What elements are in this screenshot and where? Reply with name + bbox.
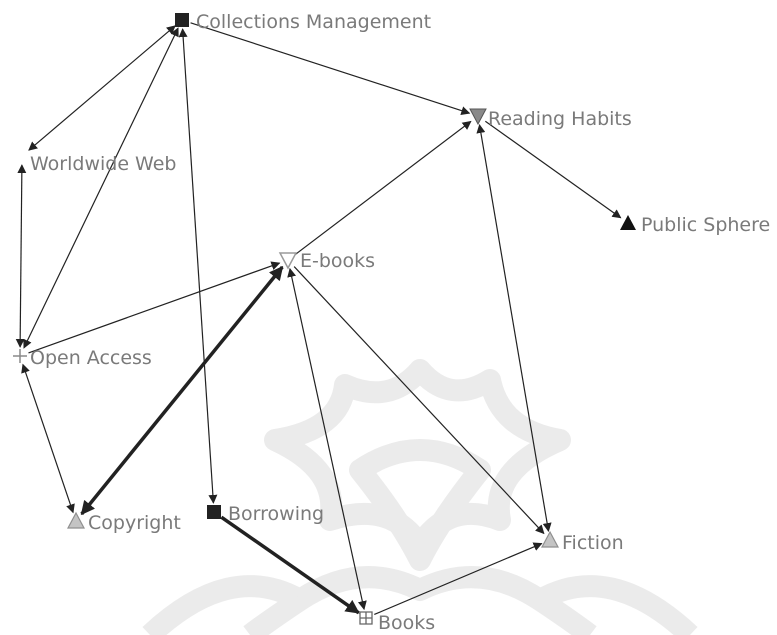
collections-label: Collections Management — [196, 11, 431, 33]
borrowing-node-marker — [207, 505, 221, 519]
edge-copyright-ebooks — [80, 265, 284, 516]
node-openaccess[interactable]: Open Access — [13, 347, 152, 369]
ebooks-label: E-books — [300, 250, 375, 272]
edge-books-fiction — [374, 542, 543, 616]
copyright-label: Copyright — [88, 512, 181, 534]
openaccess-node-marker — [13, 349, 27, 363]
edge-openaccess-copyright — [21, 363, 75, 514]
node-collections[interactable]: Collections Management — [175, 11, 431, 33]
edge-openaccess-ebooks — [28, 261, 281, 354]
books-label: Books — [378, 612, 435, 634]
node-public[interactable]: Public Sphere — [620, 214, 770, 236]
node-fiction[interactable]: Fiction — [541, 530, 624, 554]
edge-ebooks-reading — [294, 120, 472, 256]
node-reading[interactable]: Reading Habits — [469, 108, 632, 130]
node-borrowing[interactable]: Borrowing — [207, 503, 324, 525]
node-copyright[interactable]: Copyright — [67, 511, 181, 534]
node-books[interactable]: Books — [359, 611, 435, 634]
edge-collections-reading — [190, 22, 471, 116]
edge-worldwide-openaccess — [15, 164, 27, 348]
ebooks-node-marker — [278, 252, 298, 270]
edge-collections-worldwide — [28, 25, 176, 151]
borrowing-label: Borrowing — [228, 503, 324, 525]
worldwide-label: Worldwide Web — [30, 153, 176, 175]
edge-collections-openaccess — [23, 27, 179, 349]
edge-ebooks-fiction — [293, 266, 545, 535]
fiction-label: Fiction — [562, 532, 624, 554]
edge-collections-borrowing — [178, 28, 218, 504]
reading-node-marker — [469, 108, 487, 126]
edge-borrowing-books — [220, 515, 360, 615]
copyright-node-marker — [67, 511, 85, 529]
collections-node-marker — [175, 13, 189, 27]
edge-reading-fiction — [476, 123, 552, 533]
node-worldwide[interactable]: Worldwide Web — [30, 153, 176, 175]
public-node-marker — [620, 215, 636, 230]
edges-layer — [15, 22, 622, 616]
books-node-marker — [359, 611, 373, 625]
openaccess-label: Open Access — [30, 347, 152, 369]
reading-label: Reading Habits — [488, 108, 632, 130]
public-label: Public Sphere — [641, 214, 770, 236]
node-ebooks[interactable]: E-books — [278, 250, 375, 272]
edge-reading-public — [484, 120, 622, 219]
fiction-node-marker — [541, 530, 559, 548]
edge-ebooks-books — [287, 267, 367, 611]
